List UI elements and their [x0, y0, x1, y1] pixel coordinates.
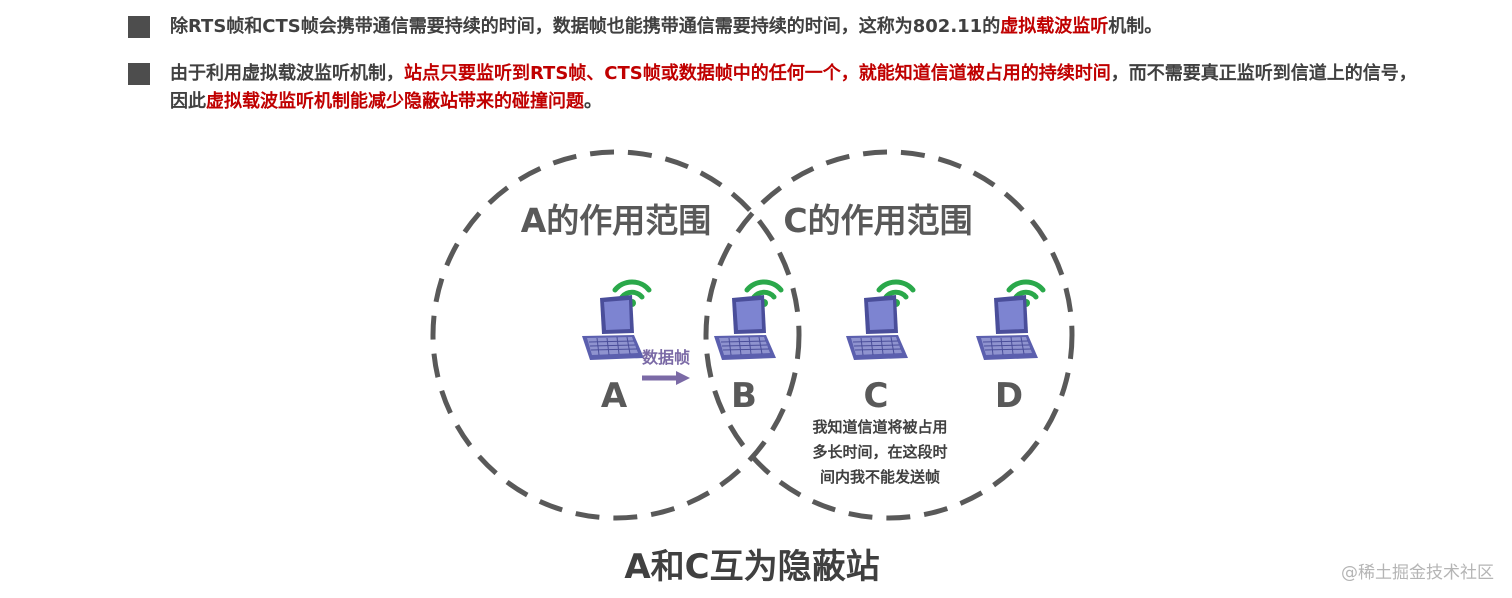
bullet-item-1: 除RTS帧和CTS帧会携带通信需要持续的时间，数据帧也能携带通信需要持续的时间，…	[128, 13, 1428, 41]
note-line-2: 多长时间，在这段时	[812, 443, 947, 461]
bullet-2-highlight-1: 站点只要监听到RTS帧、CTS帧或数据帧中的任何一个，就能知道信道被占用的持续时…	[404, 63, 1111, 84]
bullet-item-2: 由于利用虚拟载波监听机制，站点只要监听到RTS帧、CTS帧或数据帧中的任何一个，…	[128, 60, 1428, 116]
station-label-b: B	[731, 376, 757, 416]
bullet-2-part-3: ，而不需要真正监听到信道上的信号，因此	[170, 63, 1417, 112]
bullet-square-icon	[128, 63, 150, 85]
bullet-1-part-3: 机制。	[1108, 16, 1163, 37]
station-label-c: C	[864, 376, 889, 416]
right-arrow-icon	[642, 371, 690, 385]
bullet-2-highlight-2: 虚拟载波监听机制能减少隐蔽站带来的碰撞问题	[206, 91, 584, 112]
laptop-icon-b	[713, 282, 781, 361]
note-line-3: 间内我不能发送帧	[820, 468, 940, 486]
station-label-d: D	[995, 376, 1023, 416]
laptop-icon-d	[975, 282, 1043, 361]
watermark: @稀土掘金技术社区	[1341, 563, 1494, 583]
diagram-caption: A和C互为隐蔽站	[624, 547, 879, 587]
range-label-a: A的作用范围	[521, 201, 712, 240]
station-label-a: A	[601, 376, 628, 416]
bullet-2-part-5: 。	[584, 91, 602, 112]
bullet-text-1: 除RTS帧和CTS帧会携带通信需要持续的时间，数据帧也能携带通信需要持续的时间，…	[170, 13, 1162, 41]
bullet-square-icon	[128, 16, 150, 38]
bullet-2-part-1: 由于利用虚拟载波监听机制，	[170, 63, 404, 84]
bullet-text-2: 由于利用虚拟载波监听机制，站点只要监听到RTS帧、CTS帧或数据帧中的任何一个，…	[170, 60, 1428, 116]
bullet-1-part-1: 除RTS帧和CTS帧会携带通信需要持续的时间，数据帧也能携带通信需要持续的时间，…	[170, 16, 1001, 37]
arrow-label: 数据帧	[642, 348, 690, 367]
range-circle-a	[430, 149, 802, 521]
range-label-c: C的作用范围	[783, 201, 972, 240]
bullet-1-highlight: 虚拟载波监听	[1000, 16, 1109, 37]
range-circle-c	[703, 149, 1075, 521]
note-line-1: 我知道信道将被占用	[812, 418, 947, 436]
laptop-icon-a	[581, 282, 649, 361]
laptop-icon-c	[845, 282, 913, 361]
